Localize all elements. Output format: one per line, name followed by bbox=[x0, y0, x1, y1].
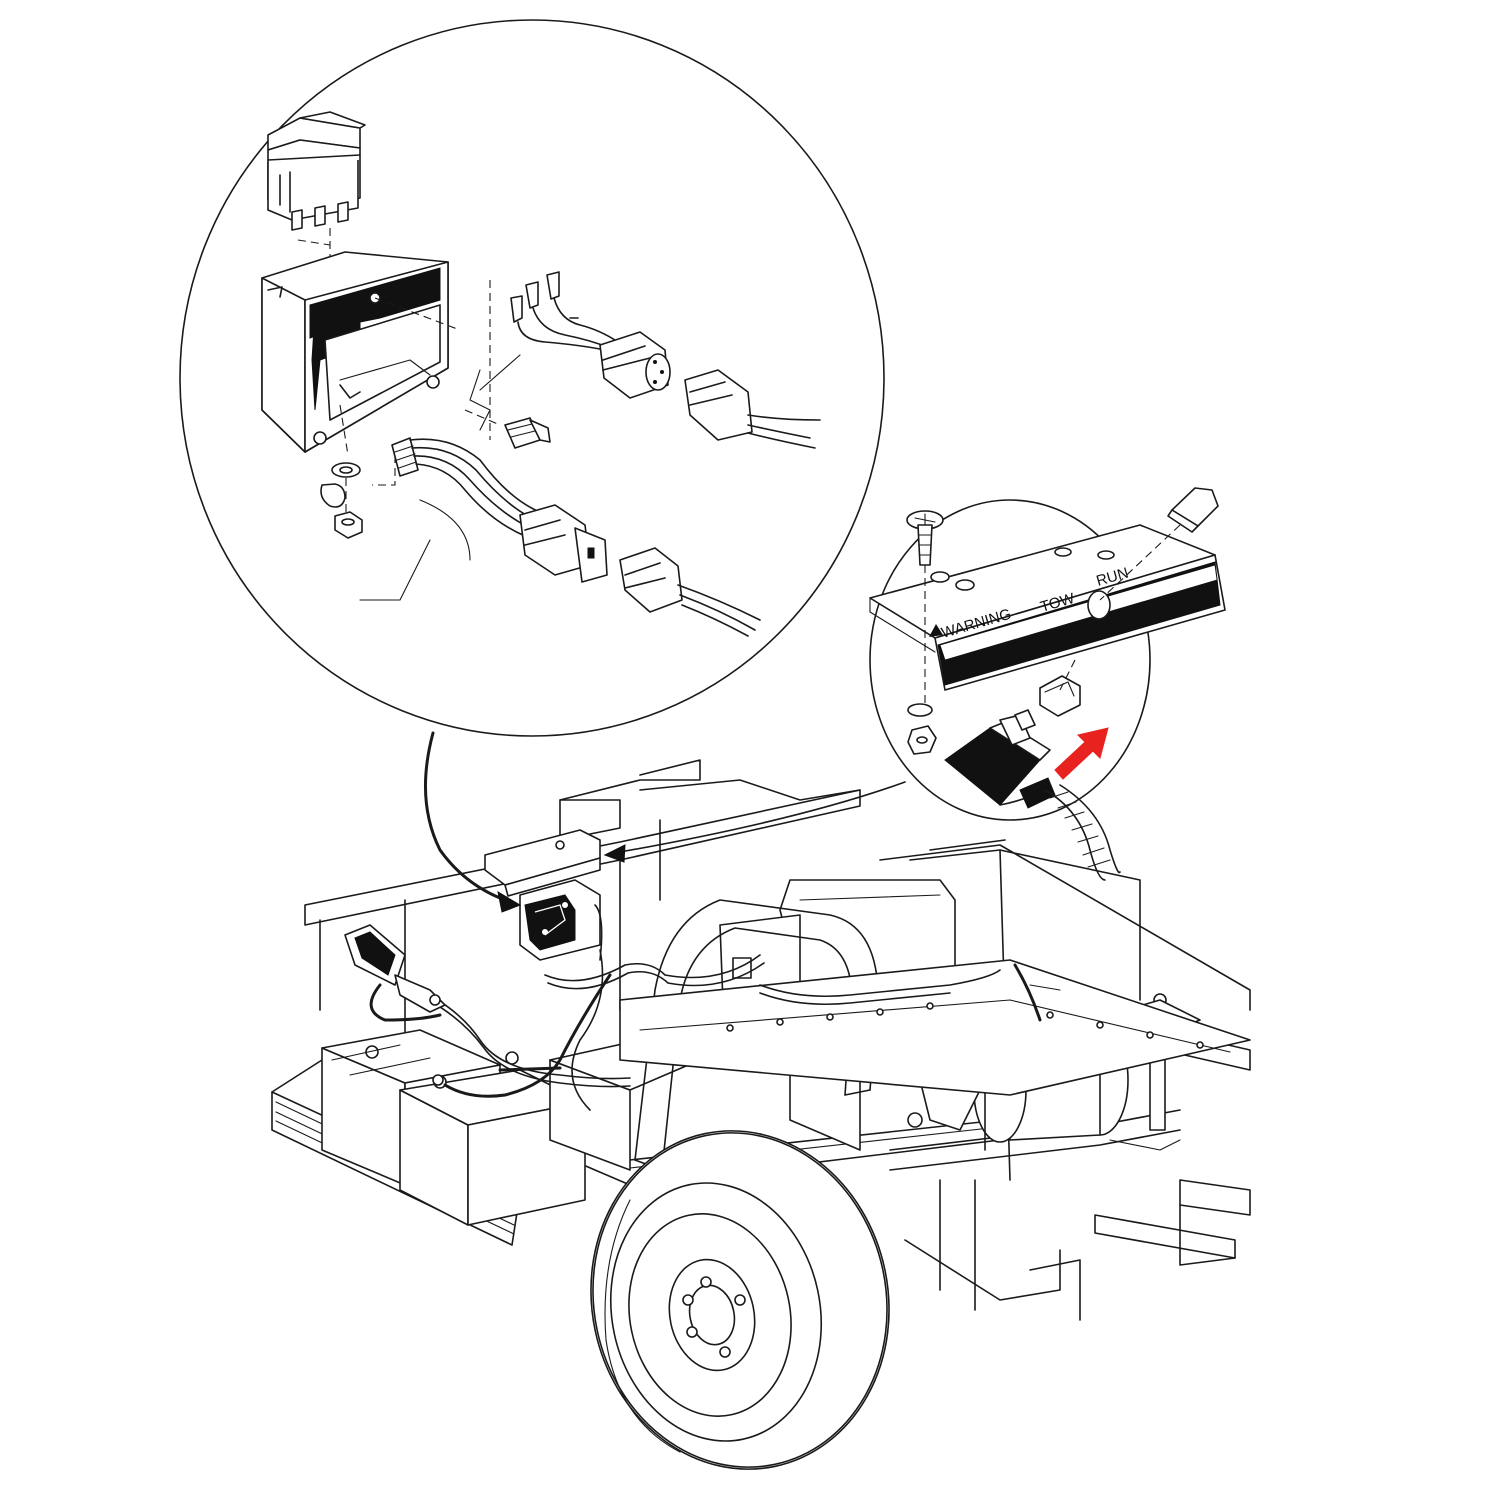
warning-decal-plate bbox=[869, 524, 1226, 691]
switch-housing bbox=[261, 251, 461, 456]
upper-connector-pair bbox=[599, 331, 821, 449]
decal-screw-left bbox=[906, 510, 944, 720]
upper-wire-leads bbox=[469, 271, 619, 440]
lower-connector-pair bbox=[359, 437, 761, 637]
decal-detail-callout: WARNING TOW RUN bbox=[869, 487, 1226, 881]
installed-switch-box bbox=[344, 829, 603, 1013]
toggle-switch bbox=[944, 709, 1056, 809]
wire-conduit bbox=[1044, 784, 1121, 881]
controller-and-rollbar bbox=[619, 879, 1251, 1171]
rear-wheel bbox=[590, 1130, 890, 1470]
switch-detail-callout bbox=[179, 19, 885, 737]
warning-triangle-icon bbox=[929, 624, 943, 637]
red-arrow-indicator bbox=[1054, 727, 1109, 780]
mounting-hardware bbox=[320, 462, 363, 539]
callout-arrows bbox=[423, 731, 906, 913]
decal-screw-right bbox=[1099, 487, 1219, 601]
wire-harness bbox=[369, 949, 1061, 1111]
screw bbox=[464, 409, 551, 449]
lock-washer bbox=[907, 703, 933, 717]
rocker-switch bbox=[267, 111, 366, 260]
